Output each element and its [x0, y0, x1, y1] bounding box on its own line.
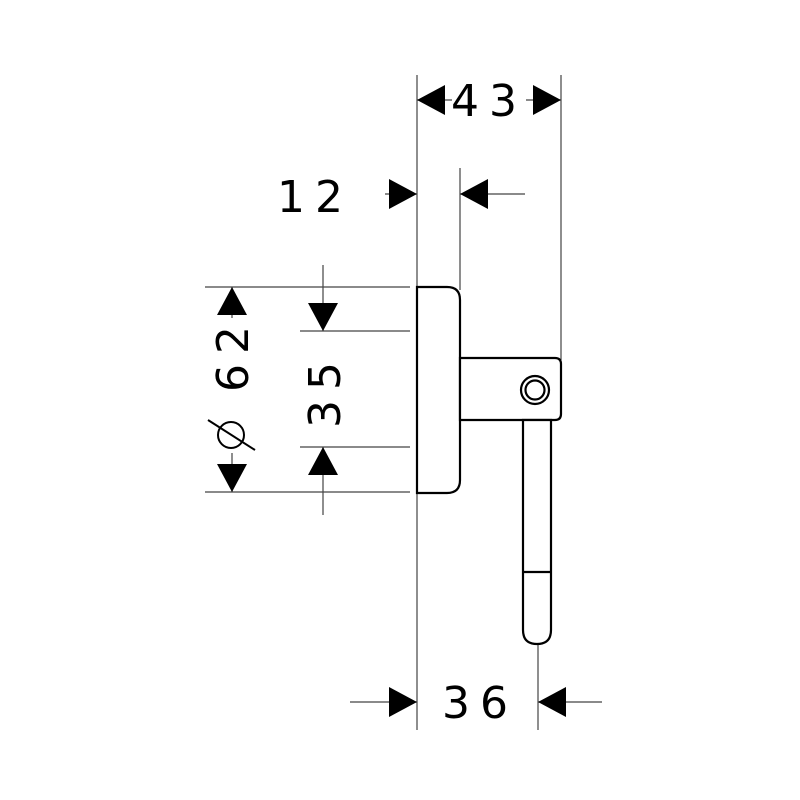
- dimension-35: 35: [300, 265, 351, 515]
- dimension-diameter-62: 62: [207, 287, 259, 492]
- arrow-down-icon: [308, 303, 338, 331]
- dimension-43: 43: [417, 76, 561, 127]
- arrow-right-icon: [389, 179, 417, 209]
- label-mask: [208, 318, 258, 453]
- label-mask: [452, 76, 526, 126]
- arrow-left-icon: [538, 687, 566, 717]
- arrow-up-icon: [217, 287, 247, 315]
- hook-rod: [521, 418, 553, 646]
- arrow-down-icon: [217, 464, 247, 492]
- dimension-label-12: 12: [277, 172, 353, 223]
- arrow-left-icon: [417, 85, 445, 115]
- dimension-label-36: 36: [442, 678, 518, 729]
- arrow-right-icon: [389, 687, 417, 717]
- screw-head-inner: [524, 379, 546, 401]
- part-outline: [415, 285, 563, 646]
- arrow-right-icon: [533, 85, 561, 115]
- dimension-12: 12: [277, 172, 525, 223]
- dimension-label-62: 62: [208, 316, 259, 392]
- arrow-up-icon: [308, 447, 338, 475]
- dimension-label-43: 43: [451, 76, 527, 127]
- dimension-36: 36: [350, 678, 602, 729]
- backplate: [415, 285, 462, 495]
- arrow-left-icon: [460, 179, 488, 209]
- dimension-label-35: 35: [300, 352, 351, 428]
- diameter-symbol-icon: [207, 419, 256, 451]
